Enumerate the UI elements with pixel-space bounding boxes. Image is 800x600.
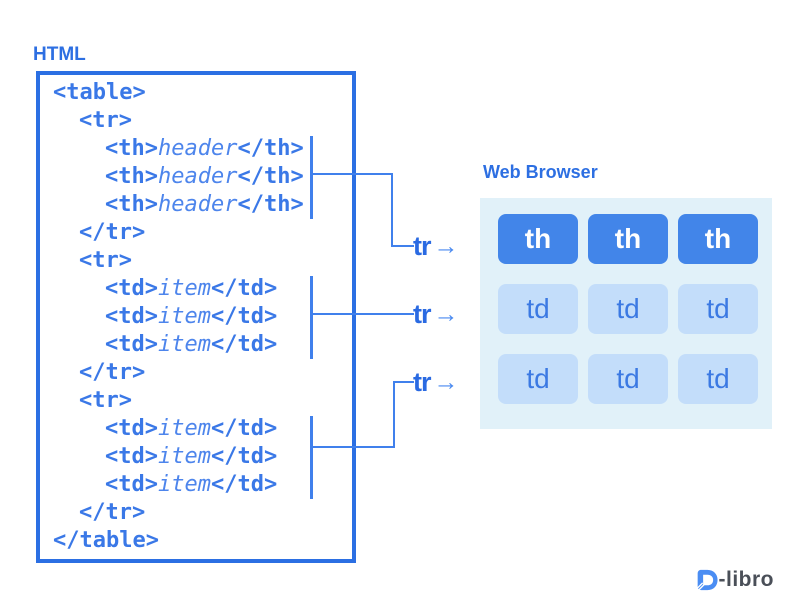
table-cell-th: th — [588, 214, 668, 264]
tr-label-text: tr — [413, 298, 431, 329]
code-line: <td>item</td> — [40, 415, 352, 443]
code-tag-text: </th> — [237, 164, 304, 189]
code-tag-text: <th> — [105, 192, 158, 217]
table-cell-td: td — [678, 284, 758, 334]
code-tag-text: <td> — [105, 416, 158, 441]
code-line: <th>header</th> — [40, 135, 352, 163]
d-book-icon — [693, 569, 718, 592]
code-line: <tr> — [40, 247, 352, 275]
code-line: </tr> — [40, 219, 352, 247]
code-tag-text: <tr> — [79, 248, 132, 273]
code-value-text: header — [157, 136, 238, 161]
code-line: <td>item</td> — [40, 443, 352, 471]
connector-bracket-row1 — [310, 136, 313, 219]
code-tag-text: </td> — [210, 416, 278, 441]
code-tag-text: </th> — [237, 192, 304, 217]
code-line: <td>item</td> — [40, 331, 352, 359]
connector-line — [391, 245, 414, 247]
code-tag-text: </tr> — [79, 220, 146, 245]
table-cell-td: td — [498, 354, 578, 404]
code-tag-text: </td> — [210, 304, 278, 329]
table-cell-th: th — [678, 214, 758, 264]
html-code-box: <table><tr><th>header</th><th>header</th… — [36, 71, 356, 563]
code-line: <td>item</td> — [40, 303, 352, 331]
connector-line — [393, 381, 395, 448]
code-value-text: header — [157, 164, 238, 189]
tr-label-text: tr — [413, 230, 431, 261]
code-tag-text: <table> — [53, 80, 146, 105]
code-tag-text: <td> — [105, 444, 158, 469]
connector-bracket-row3 — [310, 416, 313, 499]
connector-bracket-row2 — [310, 276, 313, 359]
browser-section-label: Web Browser — [483, 162, 598, 182]
code-tag-text: <th> — [105, 136, 158, 161]
code-value-text: item — [157, 304, 211, 329]
code-tag-text: <td> — [105, 304, 158, 329]
connector-line — [393, 381, 414, 383]
code-line: <table> — [40, 79, 352, 107]
code-tag-text: </table> — [53, 528, 159, 553]
table-cell-td: td — [498, 284, 578, 334]
code-line: </tr> — [40, 499, 352, 527]
tr-label-text: tr — [413, 366, 431, 397]
code-tag-text: </td> — [210, 444, 278, 469]
code-line: <td>item</td> — [40, 275, 352, 303]
site-logo: -libro — [693, 568, 775, 592]
code-line: <td>item</td> — [40, 471, 352, 499]
code-line: <tr> — [40, 387, 352, 415]
code-tag-text: </tr> — [79, 500, 146, 525]
code-tag-text: </td> — [210, 332, 278, 357]
code-tag-text: </td> — [210, 472, 278, 497]
code-block: <table><tr><th>header</th><th>header</th… — [40, 75, 352, 555]
code-line: </table> — [40, 527, 352, 555]
code-tag-text: </td> — [210, 276, 278, 301]
code-tag-text: <td> — [105, 472, 158, 497]
row-connector-label: tr→ — [413, 231, 459, 261]
right-arrow-icon: → — [433, 231, 459, 260]
code-tag-text: <td> — [105, 332, 158, 357]
table-cell-td: td — [588, 284, 668, 334]
code-tag-text: <tr> — [79, 388, 132, 413]
code-line: <th>header</th> — [40, 191, 352, 219]
code-value-text: item — [157, 276, 211, 301]
code-tag-text: <th> — [105, 164, 158, 189]
code-value-text: header — [157, 192, 238, 217]
code-tag-text: <tr> — [79, 108, 132, 133]
code-tag-text: <td> — [105, 276, 158, 301]
code-value-text: item — [157, 472, 211, 497]
row-connector-label: tr→ — [413, 299, 459, 329]
html-section-label: HTML — [33, 44, 86, 65]
connector-line — [310, 173, 393, 175]
table-cell-td: td — [588, 354, 668, 404]
code-value-text: item — [157, 444, 211, 469]
connector-line — [391, 173, 393, 247]
right-arrow-icon: → — [433, 299, 459, 328]
code-tag-text: </th> — [237, 136, 304, 161]
code-line: <tr> — [40, 107, 352, 135]
row-connector-label: tr→ — [413, 367, 459, 397]
code-tag-text: </tr> — [79, 360, 146, 385]
connector-line — [310, 446, 395, 448]
table-cell-th: th — [498, 214, 578, 264]
code-value-text: item — [157, 332, 211, 357]
table-cell-td: td — [678, 354, 758, 404]
code-line: </tr> — [40, 359, 352, 387]
code-line: <th>header</th> — [40, 163, 352, 191]
right-arrow-icon: → — [433, 367, 459, 396]
logo-text: -libro — [718, 568, 774, 591]
connector-line — [310, 313, 414, 315]
code-value-text: item — [157, 416, 211, 441]
